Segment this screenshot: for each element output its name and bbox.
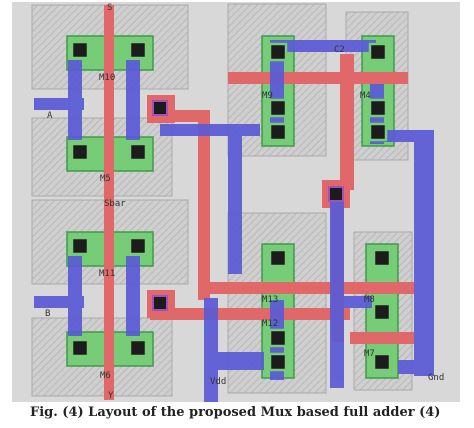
contacts [70,40,392,372]
label-m8: M8 [364,295,375,305]
label-m10: M10 [99,73,115,83]
pin-s: S [107,3,112,13]
transistor-labels: M10 M9 M4 M5 M11 M13 M8 M12 M6 M7 [99,73,375,381]
metal-m10-left [68,60,82,140]
label-m7: M7 [364,349,375,359]
label-m4: M4 [360,91,371,101]
metal-vdd-v [204,298,218,402]
port-c2: C2 [334,45,345,55]
contact-group [70,40,392,372]
metal-right-rail [414,130,434,376]
metal-m11-left [68,256,82,336]
poly-row-top [228,72,408,84]
layout-diagram: M10 M9 M4 M5 M11 M13 M8 M12 M6 M7 S A Sb… [12,2,460,402]
pin-labels: S A Sbar B Vdd Gnd Y C2 [45,3,444,401]
label-m6: M6 [100,371,111,381]
label-m12: M12 [262,319,278,329]
pin-b: B [45,309,50,319]
metal-mid-h1 [160,124,260,136]
metal-gnd-rail [398,360,434,374]
label-m5: M5 [100,174,111,184]
pin-a: A [47,111,53,121]
poly-row-13 [198,282,414,294]
poly-riser-a [198,110,210,300]
metal-m11-right [126,256,140,336]
label-m13: M13 [262,295,278,305]
poly-c2 [340,54,354,190]
via-group [152,100,344,311]
poly-s [104,5,114,400]
metal-m8-link [344,296,372,308]
metal-m4-to-rail [384,130,424,142]
pin-vdd: Vdd [210,377,226,387]
metal-mid-v1 [228,124,242,274]
poly-row-12 [150,308,350,320]
label-m11: M11 [99,269,115,279]
pin-gnd: Gnd [428,373,444,383]
metal-center-v [330,200,344,388]
pin-sbar: Sbar [104,199,126,209]
label-m9: M9 [262,91,273,101]
metal-c2-h [276,40,376,52]
metal-m10-right [126,60,140,140]
metal-vdd-rail [204,352,264,370]
pin-y: Y [108,391,114,401]
poly-row-7 [350,332,414,344]
figure-caption: Fig. (4) Layout of the proposed Mux base… [30,405,441,420]
